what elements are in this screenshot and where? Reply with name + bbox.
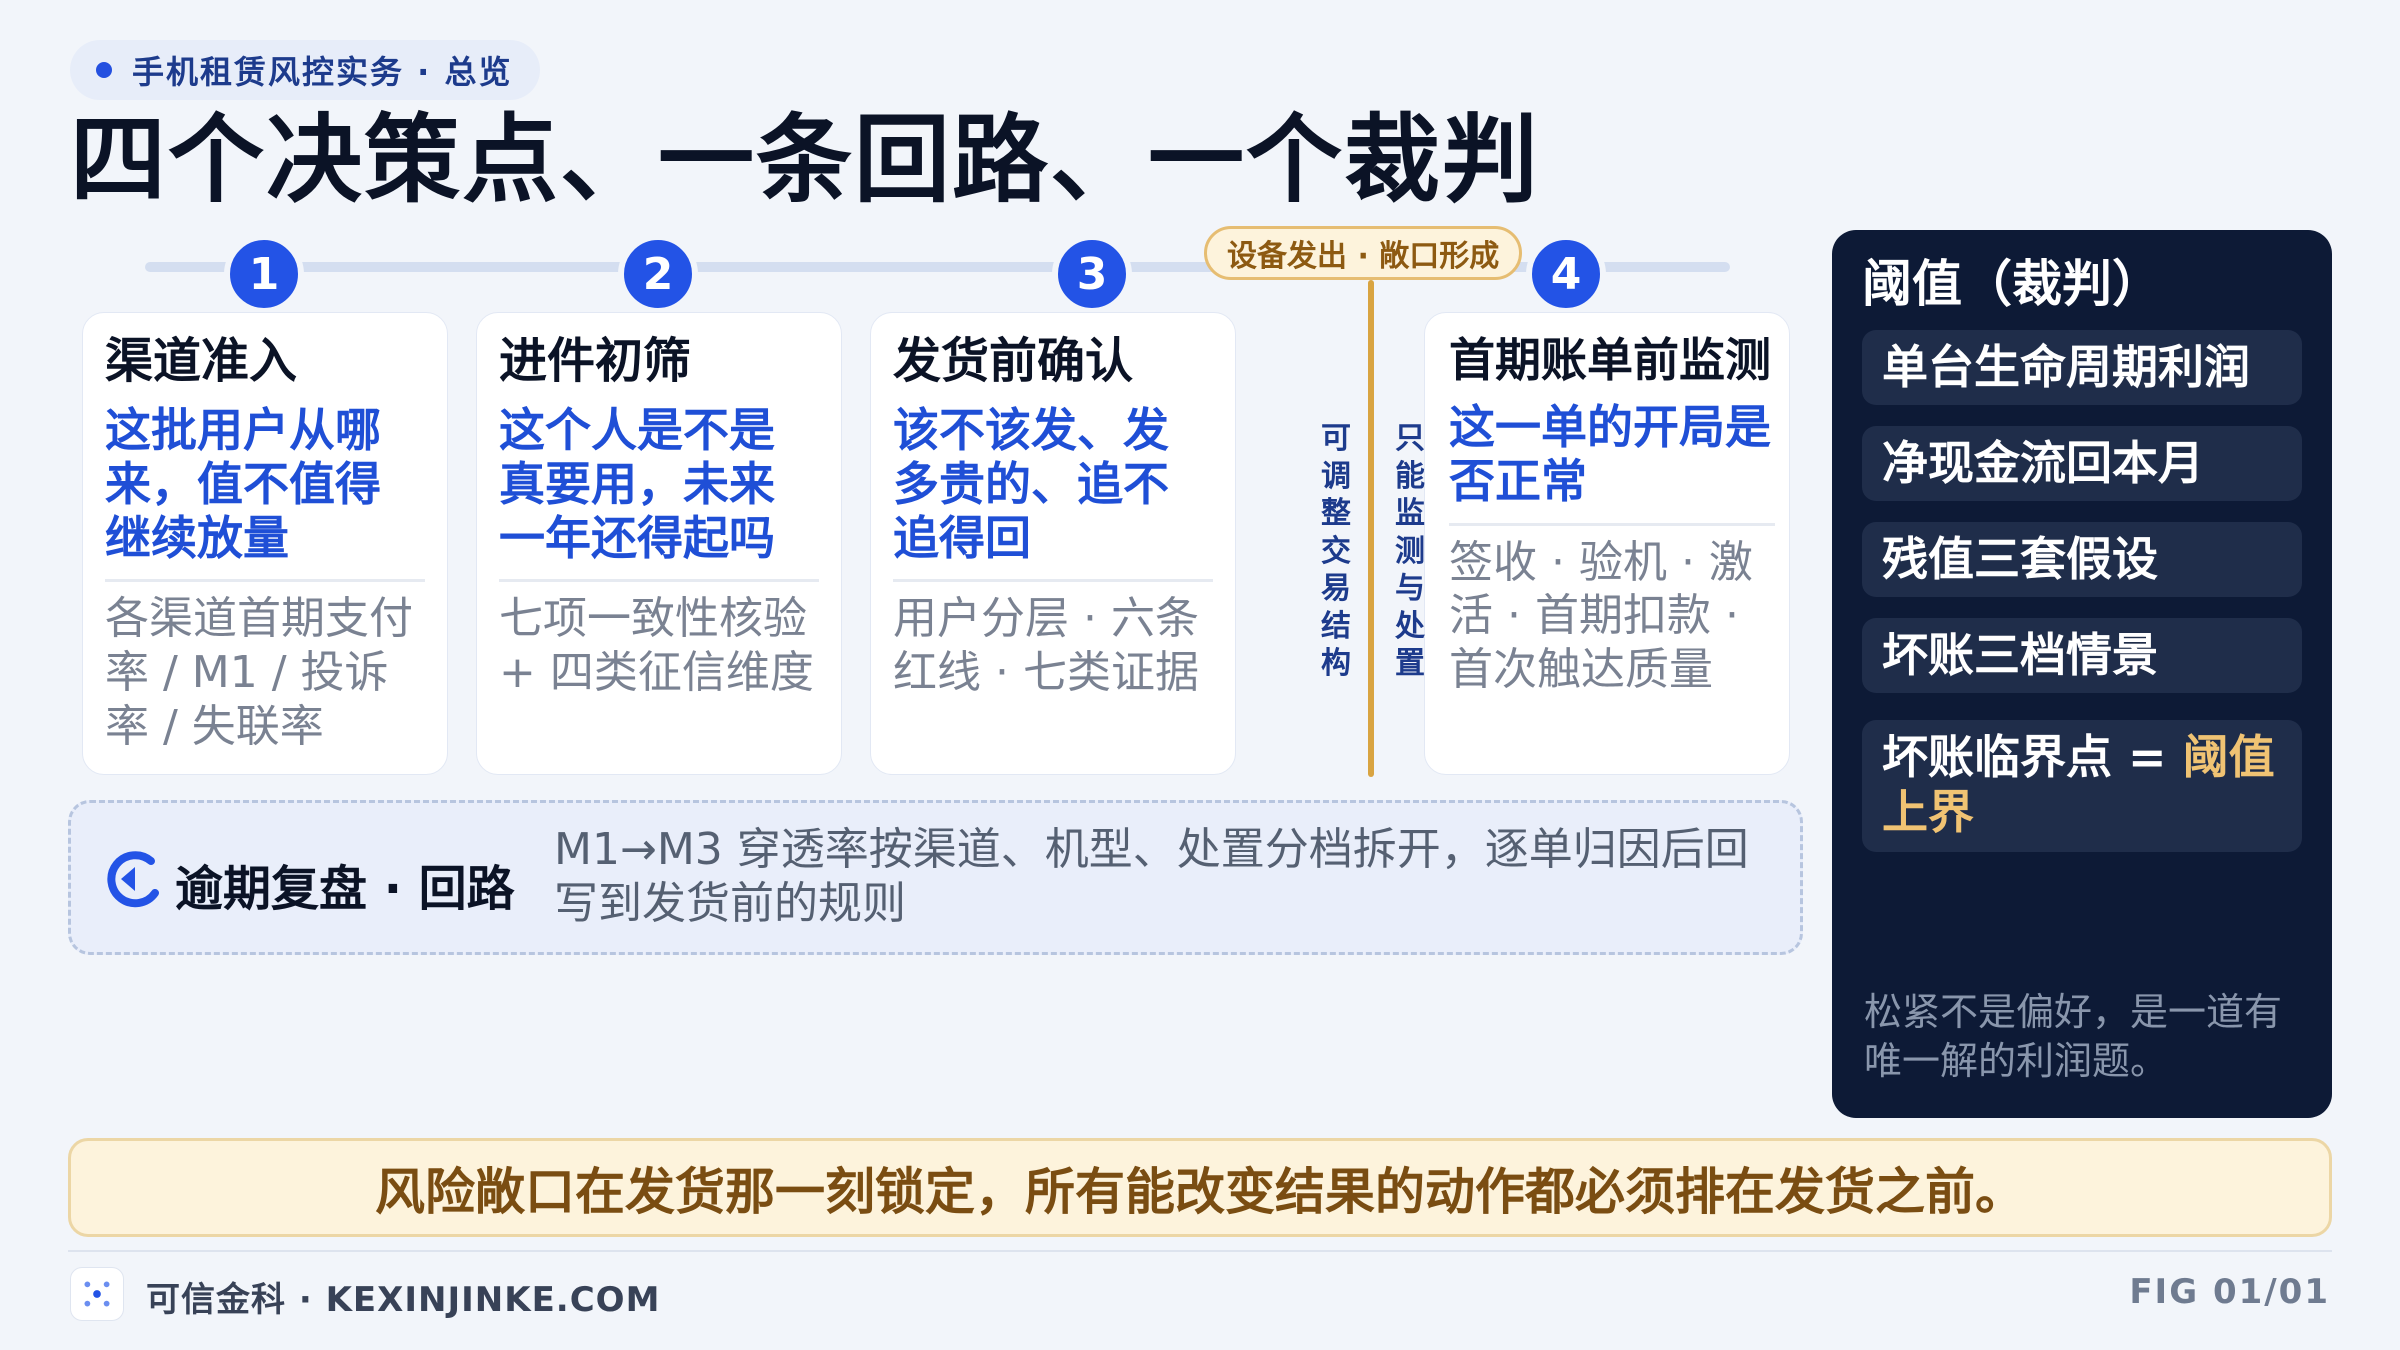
step-card-channel-access: 渠道准入 这批用户从哪来，值不值得继续放量 各渠道首期支付率 / M1 / 投诉…: [82, 312, 448, 775]
panel-item-unit-lifetime-profit: 单台生命周期利润: [1862, 330, 2302, 406]
card-question: 这个人是不是真要用，未来一年还得起吗: [499, 402, 775, 566]
card-detail: 七项一致性核验 + 四类征信维度: [499, 593, 814, 699]
card-detail: 用户分层 · 六条红线 · 七类证据: [893, 593, 1199, 699]
step-card-first-bill-monitoring: 首期账单前监测 这一单的开局是否正常 签收 · 验机 · 激活 · 首期扣款 ·…: [1424, 312, 1790, 775]
panel-item-bad-debt-breakeven: 坏账临界点 = 阈值上界: [1862, 720, 2302, 852]
loop-label: 逾期复盘 · 回路: [175, 861, 515, 917]
breakeven-highlight: 阈值上界: [1882, 730, 2275, 840]
before-shipment-label: 可调整交易结构: [1321, 421, 1351, 681]
step-badge-4: 4: [1526, 234, 1606, 314]
card-divider: [1449, 522, 1775, 526]
brand-logo-icon: [70, 1267, 124, 1321]
card-divider: [105, 579, 425, 583]
card-question: 这批用户从哪来，值不值得继续放量: [105, 402, 381, 566]
step-badge-2: 2: [618, 234, 698, 314]
page-title: 四个决策点、一条回路、一个裁判: [70, 104, 1540, 216]
panel-note: 松紧不是偏好，是一道有唯一解的利润题。: [1864, 990, 2283, 1084]
card-question: 该不该发、发多贵的、追不追得回: [893, 402, 1169, 566]
overdue-review-loop: 逾期复盘 · 回路 M1→M3 穿透率按渠道、机型、处置分档拆开，逐单归因后回写…: [68, 800, 1803, 955]
timeline-track: [145, 262, 1730, 272]
pill-dot-icon: [96, 62, 112, 78]
card-divider: [893, 579, 1213, 583]
step-badge-3: 3: [1052, 234, 1132, 314]
loop-description: M1→M3 穿透率按渠道、机型、处置分档拆开，逐单归因后回写到发货前的规则: [554, 824, 1749, 929]
card-title: 进件初筛: [499, 333, 692, 389]
card-detail: 各渠道首期支付率 / M1 / 投诉率 / 失联率: [105, 593, 413, 752]
section-pill: 手机租赁风控实务 · 总览: [70, 40, 541, 100]
panel-item-residual-assumptions: 残值三套假设: [1862, 522, 2302, 598]
panel-title: 阈值（裁判）: [1862, 255, 2162, 313]
shipment-tag: 设备发出 · 敞口形成: [1204, 226, 1523, 280]
loop-arrow-icon: [107, 851, 159, 908]
breakeven-prefix: 坏账临界点 =: [1882, 730, 2183, 784]
step-card-initial-screening: 进件初筛 这个人是不是真要用，未来一年还得起吗 七项一致性核验 + 四类征信维度: [476, 312, 842, 775]
card-title: 首期账单前监测: [1449, 333, 1771, 387]
card-title: 渠道准入: [105, 333, 298, 389]
panel-item-cash-payback-month: 净现金流回本月: [1862, 426, 2302, 502]
figure-number: FIG 01/01: [2129, 1272, 2330, 1312]
step-card-pre-shipment: 发货前确认 该不该发、发多贵的、追不追得回 用户分层 · 六条红线 · 七类证据: [870, 312, 1236, 775]
card-title: 发货前确认: [893, 333, 1134, 389]
shipment-divider-line: [1368, 280, 1374, 777]
card-detail: 签收 · 验机 · 激活 · 首期扣款 · 首次触达质量: [1449, 536, 1753, 696]
card-question: 这一单的开局是否正常: [1449, 400, 1771, 509]
footer-divider: [68, 1250, 2332, 1252]
card-divider: [499, 579, 819, 583]
panel-item-bad-debt-scenarios: 坏账三档情景: [1862, 618, 2302, 694]
key-takeaway-banner: 风险敞口在发货那一刻锁定，所有能改变结果的动作都必须排在发货之前。: [68, 1138, 2332, 1237]
footer-brand: 可信金科 · KEXINJINKE.COM: [146, 1280, 661, 1320]
after-shipment-label: 只能监测与处置: [1395, 421, 1425, 681]
step-badge-1: 1: [224, 234, 304, 314]
section-label: 手机租赁风控实务 · 总览: [132, 53, 513, 91]
threshold-panel: 阈值（裁判） 单台生命周期利润 净现金流回本月 残值三套假设 坏账三档情景 坏账…: [1832, 230, 2332, 1118]
